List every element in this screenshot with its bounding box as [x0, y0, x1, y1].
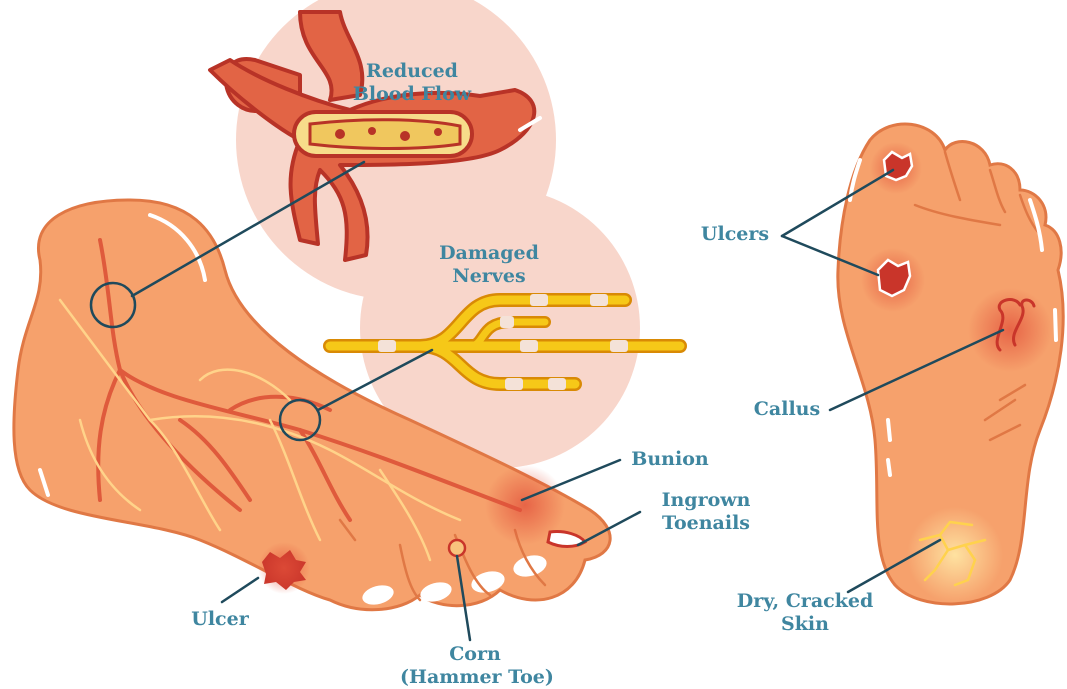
label-ulcers: Ulcers: [688, 223, 782, 246]
label-corn: Corn (Hammer Toe): [400, 643, 550, 689]
label-reduced-blood-flow: Reduced Blood Flow: [352, 60, 472, 106]
label-ingrown-toenails: Ingrown Toenails: [646, 489, 766, 535]
label-damaged-nerves: Damaged Nerves: [434, 242, 544, 288]
label-bunion: Bunion: [615, 448, 725, 471]
label-ulcer: Ulcer: [180, 608, 260, 631]
leader-ulcer: [222, 578, 258, 602]
label-dry-cracked-skin: Dry, Cracked Skin: [730, 590, 880, 636]
label-callus: Callus: [742, 398, 832, 421]
sole-view-foot: [838, 124, 1063, 604]
